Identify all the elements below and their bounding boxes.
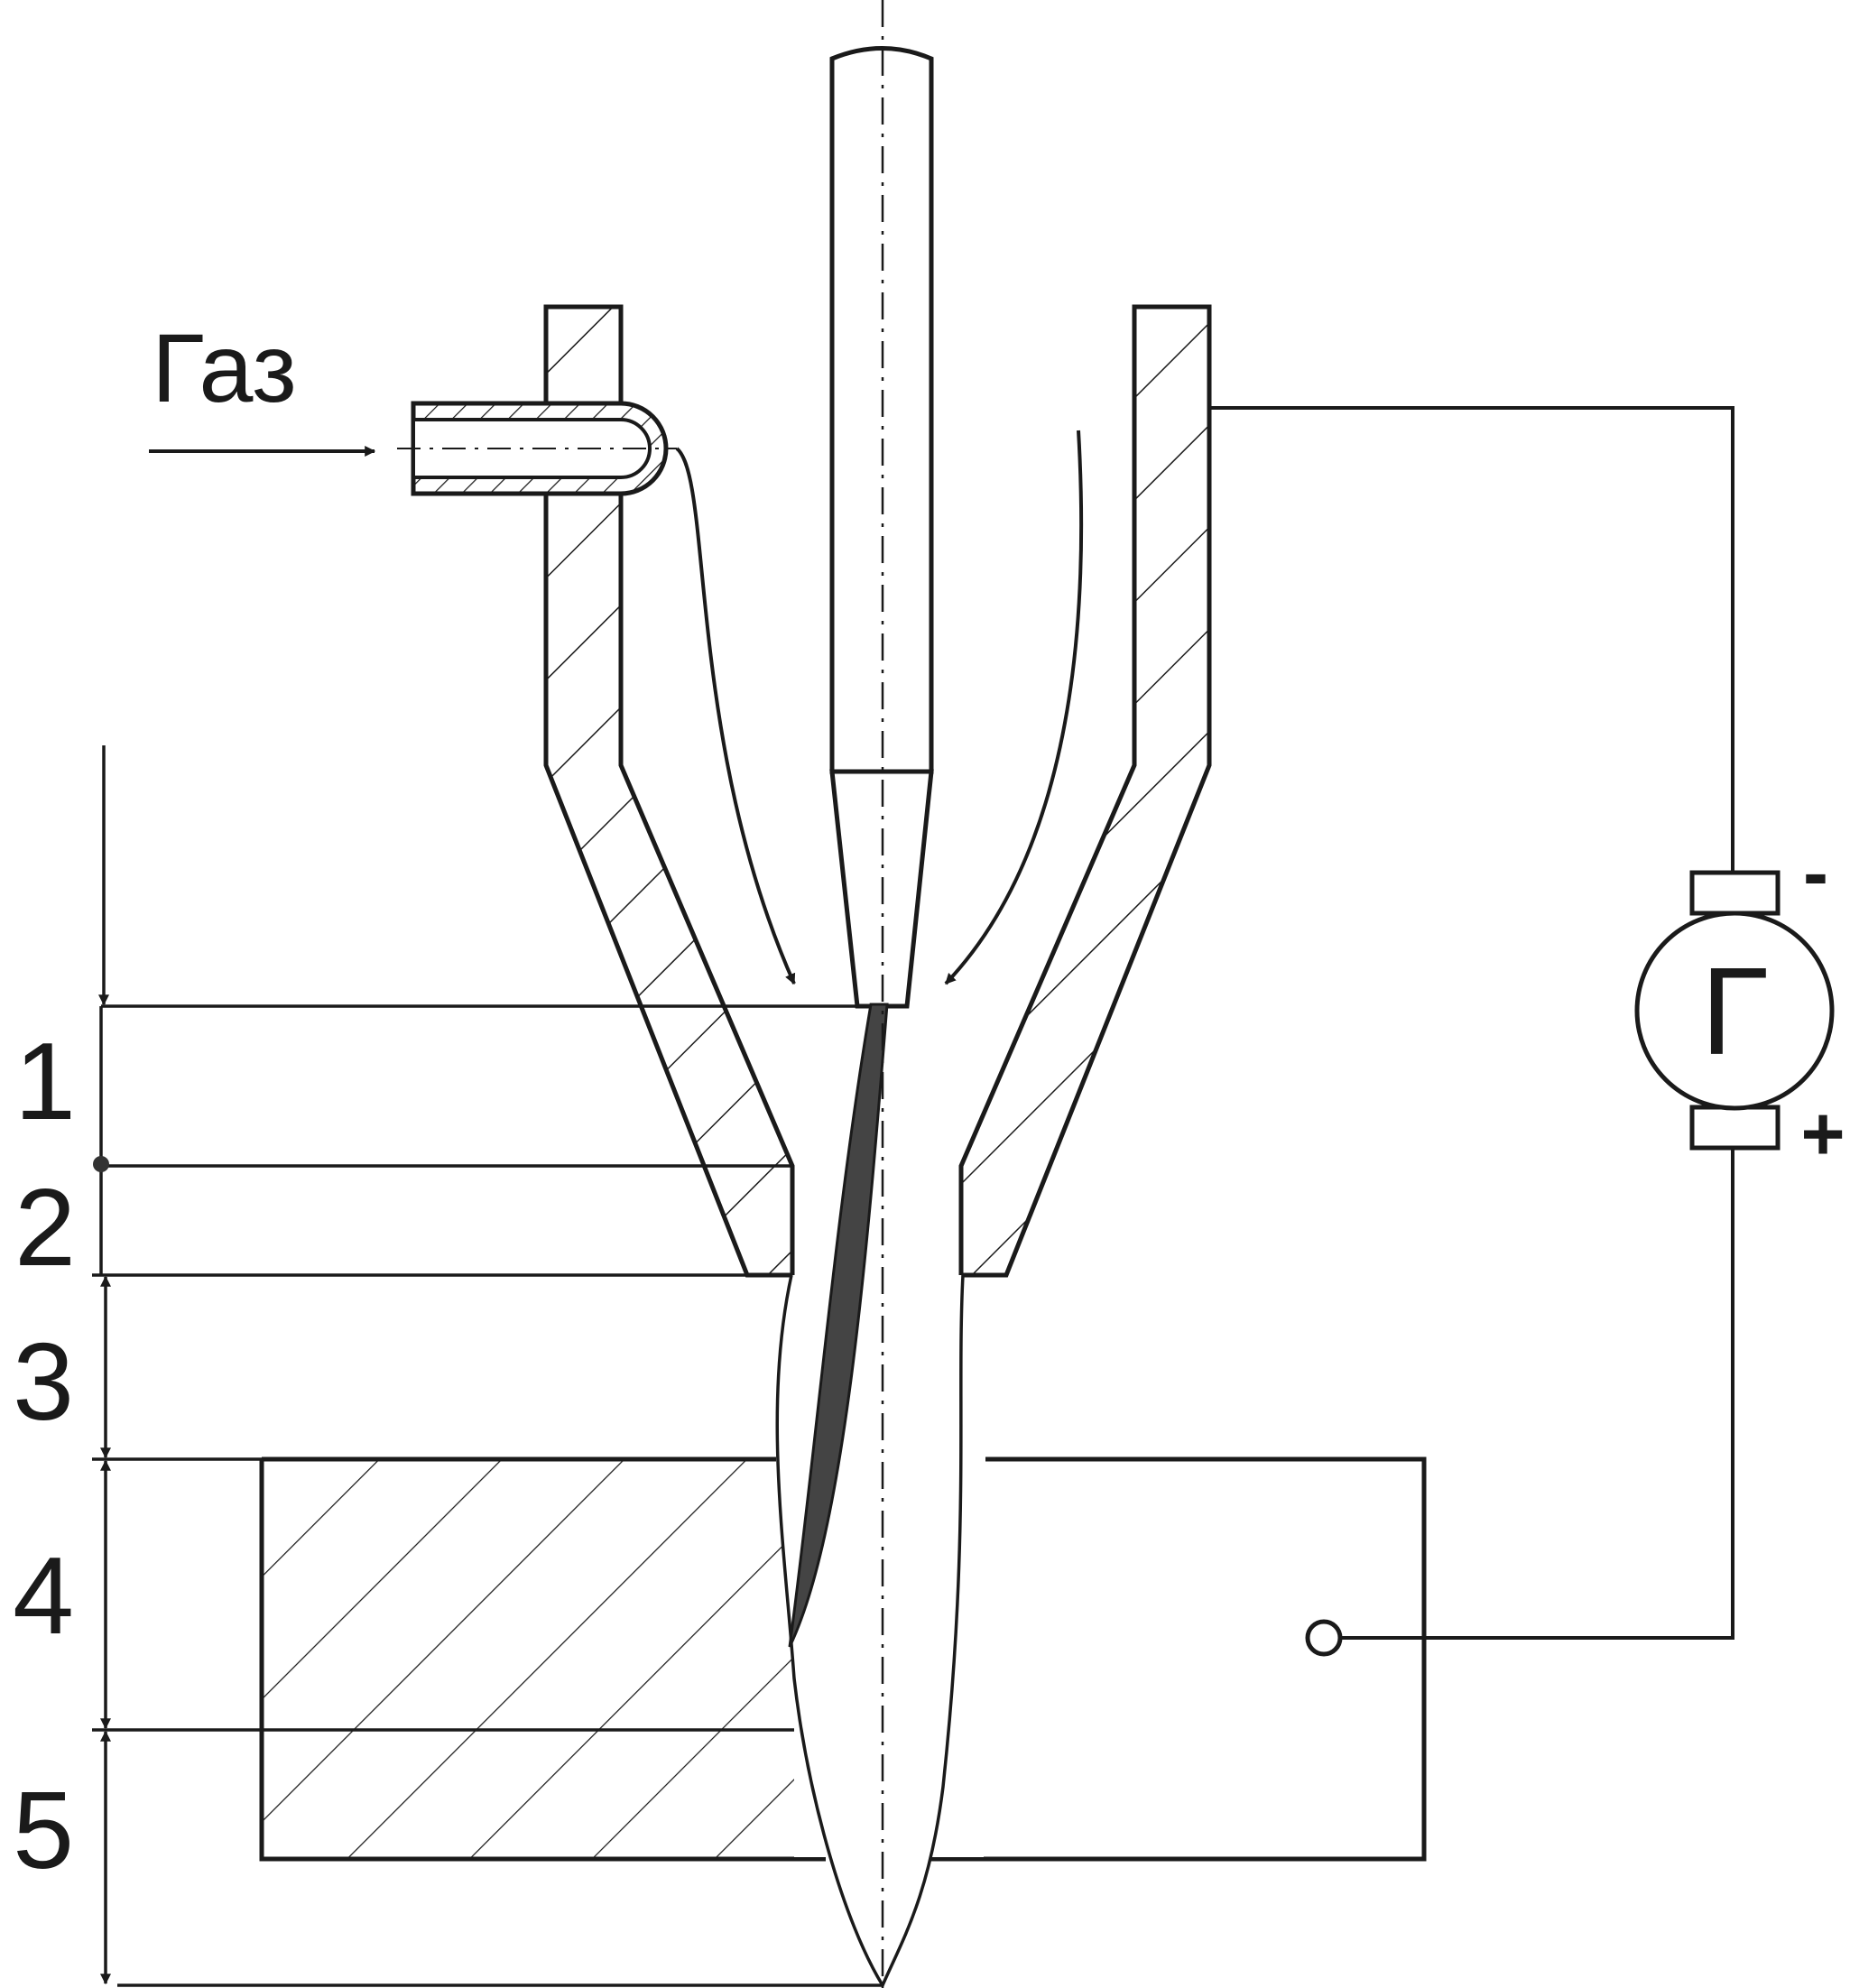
zone-label-3: 3 — [13, 1320, 74, 1443]
arc-core — [788, 1003, 889, 1648]
zone-boundaries — [92, 1004, 883, 1987]
plus-sign: + — [1800, 1091, 1845, 1176]
gas-flow-right-arrow — [944, 430, 1084, 985]
generator — [1634, 870, 1835, 1151]
nozzle-left-wall — [543, 304, 795, 1278]
circuit-wires — [1209, 406, 1734, 1640]
gas-flow-left-arrow — [675, 447, 796, 985]
zone-label-4: 4 — [13, 1534, 74, 1657]
zone-label-2: 2 — [14, 1166, 76, 1289]
arc-envelope — [775, 1274, 965, 1988]
zone-dot — [93, 1156, 109, 1172]
gas-label: Газ — [152, 313, 297, 422]
zone-label-5: 5 — [13, 1769, 74, 1891]
minus-sign: - — [1803, 830, 1828, 915]
dimension-arrows — [98, 745, 111, 1985]
zone-label-1: 1 — [14, 1020, 76, 1142]
gas-inlet-tube — [397, 401, 677, 496]
generator-label: Г — [1701, 942, 1769, 1081]
workpiece-terminal — [1305, 1619, 1343, 1657]
electrode — [829, 46, 934, 1009]
nozzle-right-wall — [958, 304, 1212, 1278]
